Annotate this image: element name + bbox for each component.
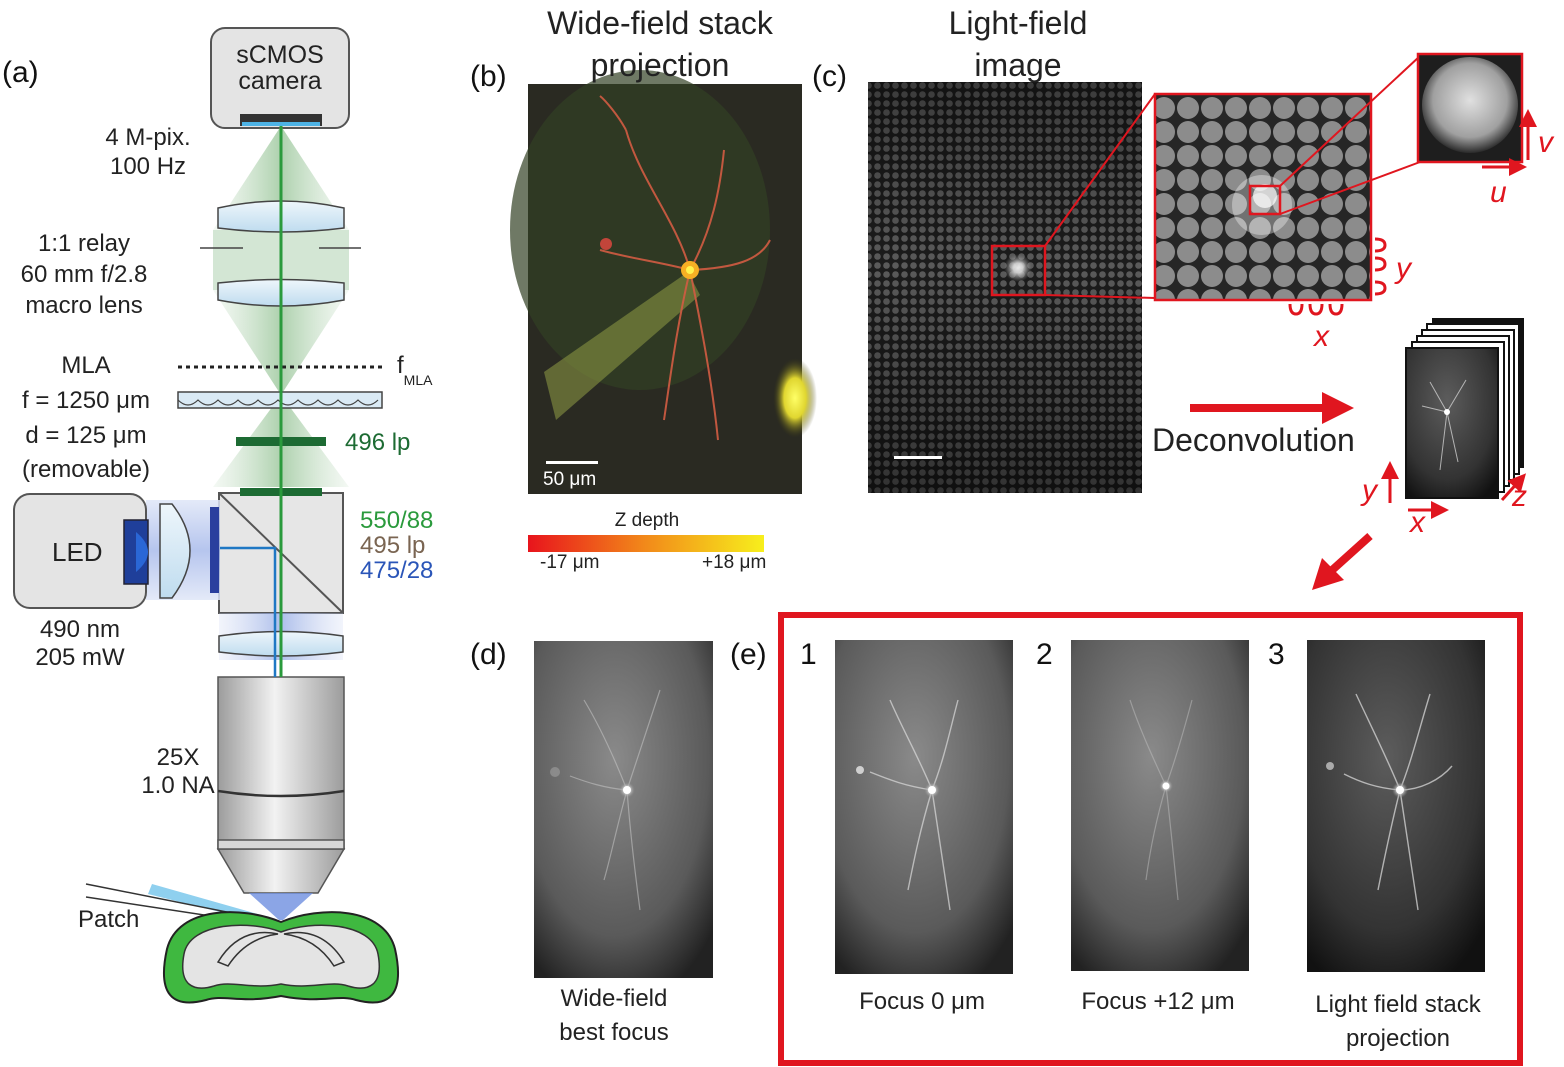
objective-mag: 25X: [156, 744, 200, 771]
relay-line1: 1:1 relay: [37, 230, 131, 257]
filter-labels: 550/88 495 lp 475/28: [360, 508, 433, 584]
panel-c-label: (c): [812, 60, 847, 93]
camera-label-line1: sCMOS: [236, 41, 324, 69]
panel-b-title-line2: projection: [590, 47, 730, 84]
axis-z-vol-label: z: [1512, 480, 1527, 513]
mla-pitch: d = 125 μm: [25, 421, 147, 449]
axis-x-vol-label: x: [1410, 506, 1425, 539]
panel-e-caption-2: Focus +12 μm: [1081, 988, 1235, 1015]
to-panel-e-arrow: [1327, 533, 1373, 575]
panel-d-caption: Wide-field best focus: [559, 982, 668, 1049]
patch-label: Patch: [78, 906, 140, 933]
wide-field-best-focus-image: [534, 641, 713, 978]
colorbar-title: Z depth: [614, 510, 680, 531]
scale-bar-c: [894, 456, 942, 459]
xy-braces: [1288, 237, 1387, 316]
panel-e-caption-3-line1: Light field stack: [1315, 991, 1481, 1018]
axis-u-label: u: [1490, 176, 1507, 209]
deconvolution-label: Deconvolution: [1152, 422, 1355, 458]
pipette-shadow: [544, 272, 700, 420]
scale-bar-label: 50 μm: [543, 469, 597, 490]
filter-550-88: 550/88: [360, 507, 434, 534]
lenslet-zoom: [1153, 92, 1373, 302]
wide-field-projection-image: [510, 70, 817, 494]
panel-c-title-line1: Light-field: [948, 5, 1088, 41]
panel-e-num-2: 2: [1036, 638, 1053, 671]
relay-label: 1:1 relay 60 mm f/2.8 macro lens: [21, 228, 148, 322]
camera-spec: 4 M-pix. 100 Hz: [105, 124, 190, 182]
uv-axes: [1482, 109, 1537, 176]
panel-e-caption-3: Light field stack projection: [1315, 988, 1480, 1055]
panel-b-title-line1: Wide-field stack: [547, 5, 773, 41]
colorbar-min: -17 μm: [540, 552, 600, 573]
mla-focal-length: f = 1250 μm: [22, 386, 150, 414]
objective-body: [217, 676, 345, 850]
f-mla-label: fMLA: [397, 352, 432, 388]
axis-y-vol-label: y: [1362, 474, 1377, 507]
panel-e-frame: [778, 612, 1523, 1066]
camera-spec-pixels: 4 M-pix.: [105, 124, 191, 151]
panel-b-label: (b): [470, 60, 507, 93]
led-spec: 490 nm 205 mW: [35, 616, 124, 671]
light-field-image: [868, 82, 1142, 493]
f-mla-subscript: MLA: [403, 372, 433, 388]
colorbar-max: +18 μm: [702, 552, 767, 573]
panel-e-num-1: 1: [800, 638, 817, 671]
panel-c-title-line2: image: [974, 47, 1062, 84]
filter-495lp: 495 lp: [360, 532, 426, 560]
volume-stack: [1405, 318, 1524, 499]
mla-line1: MLA: [61, 352, 111, 379]
panel-d-caption-line1: Wide-field: [560, 985, 668, 1012]
camera-label-line2: camera: [238, 67, 322, 96]
zoom-box-small: [990, 244, 1047, 297]
mla-removable: (removable): [21, 456, 151, 484]
relay-line3: macro lens: [25, 292, 143, 320]
mla-label: MLA f = 1250 μm d = 125 μm (removable): [22, 349, 150, 488]
objective-label: 25X 1.0 NA: [141, 744, 214, 799]
optical-setup: [13, 27, 400, 1004]
focus-0-image: [835, 640, 1013, 974]
led-label: LED: [52, 537, 103, 567]
panel-e-label: (e): [730, 638, 767, 671]
axis-y-label: y: [1396, 252, 1411, 285]
lp496-label: 496 lp: [345, 429, 411, 456]
filter-475-28: 475/28: [360, 557, 434, 585]
panel-e-caption-1: Focus 0 μm: [859, 988, 985, 1015]
panel-b-title: Wide-field stack projection: [547, 0, 773, 89]
focus-12-image: [1071, 640, 1249, 971]
f-mla-main: f: [397, 352, 404, 379]
panel-e-num-3: 3: [1268, 638, 1285, 671]
panel-e-caption-3-line2: projection: [1345, 1024, 1451, 1052]
panel-d-caption-line2: best focus: [559, 1018, 669, 1046]
excitation-filter-475-28: [210, 507, 219, 593]
axis-v-label: v: [1538, 126, 1553, 159]
objective-na: 1.0 NA: [141, 771, 215, 799]
relay-line2: 60 mm f/2.8: [20, 261, 148, 289]
panel-a-label: (a): [2, 56, 39, 89]
led-collimator-lens: [159, 503, 191, 599]
axis-x-label: x: [1314, 320, 1329, 353]
camera-label: sCMOS camera: [236, 42, 324, 95]
z-depth-colorbar: [528, 535, 764, 552]
camera-spec-rate: 100 Hz: [109, 152, 187, 180]
scale-bar: [546, 461, 598, 464]
led-wavelength: 490 nm: [39, 616, 121, 643]
panel-c-title: Light-field image: [949, 0, 1088, 89]
panel-d-label: (d): [470, 638, 507, 671]
zoom-connector: [1044, 93, 1156, 247]
single-lenslet-zoom: [1416, 52, 1524, 164]
xyz-axes: [1381, 461, 1527, 519]
excitation-ray: [220, 546, 277, 677]
led-power: 205 mW: [35, 643, 125, 671]
light-field-stack-projection-image: [1307, 640, 1485, 972]
